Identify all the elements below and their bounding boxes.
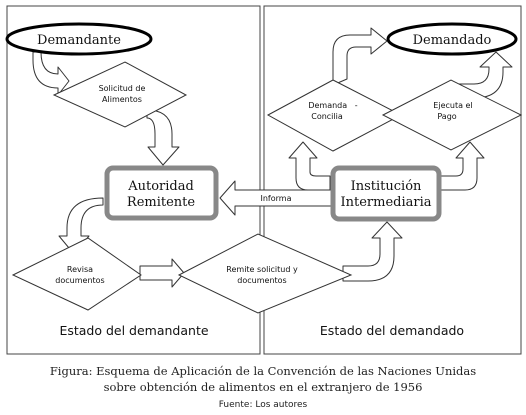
demandado-oval <box>386 22 518 56</box>
revisa-diamond <box>11 237 142 311</box>
demanda-concilia-label-line1: Demanda - <box>308 101 357 110</box>
demandado-label: Demandado <box>413 33 492 48</box>
autoridad-box <box>104 165 219 221</box>
caption-line1: Figura: Esquema de Aplicación de la Conv… <box>50 364 476 378</box>
autoridad-label-line2: Remitente <box>127 195 195 210</box>
demandante-label: Demandante <box>37 33 121 48</box>
remite-diamond <box>177 233 353 314</box>
left-panel-label: Estado del demandante <box>59 323 208 338</box>
caption-line2: sobre obtención de alimentos en el extra… <box>104 380 423 394</box>
institucion-label-line2: Intermediaria <box>340 195 431 210</box>
solicitud-diamond <box>52 61 188 128</box>
autoridad-label-line1: Autoridad <box>127 179 194 194</box>
arrow-revisa-to-remite <box>139 258 185 288</box>
arrow-demanda-to-demandado <box>332 27 388 86</box>
revisa-label-line1: Revisa <box>67 265 93 274</box>
ejecuta-label-line1: Ejecuta el <box>433 101 472 110</box>
ejecuta-label-line2: Pago <box>437 112 456 121</box>
ejecuta-diamond <box>381 79 523 151</box>
demanda-concilia-label-line2: Concilia <box>311 112 343 121</box>
arrow-institucion-to-ejecuta <box>438 141 485 191</box>
arrow-demandante-to-solicitud <box>32 51 70 96</box>
right-panel-label: Estado del demandado <box>320 323 464 338</box>
arrow-remite-to-institucion <box>342 221 403 282</box>
remite-label-line2: documentos <box>237 276 286 285</box>
remite-label-line1: Remite solicitud y <box>226 265 298 274</box>
informa-label: Informa <box>261 194 292 203</box>
caption-source: Fuente: Los autores <box>219 400 308 410</box>
institucion-box <box>330 165 442 222</box>
demandante-oval <box>5 22 153 56</box>
institucion-label-line1: Institución <box>351 179 422 194</box>
solicitud-label-line1: Solicitud de <box>99 84 146 93</box>
right-panel <box>263 5 522 355</box>
solicitud-label-line2: Alimentos <box>102 95 142 104</box>
arrow-institucion-to-demanda <box>288 141 331 191</box>
revisa-label-line2: documentos <box>55 276 104 285</box>
arrow-informa <box>219 180 334 216</box>
arrow-solicitud-to-autoridad <box>146 109 180 166</box>
left-panel <box>6 5 261 355</box>
